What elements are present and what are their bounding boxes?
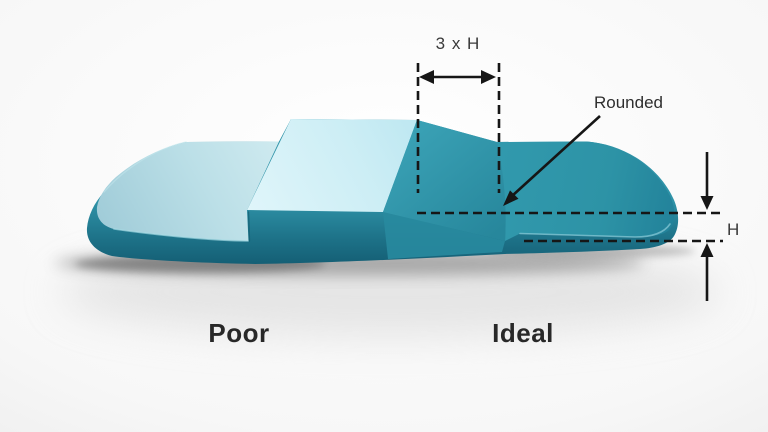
height-dimension-label: H <box>727 220 740 239</box>
left-top-surface <box>96 141 279 241</box>
poor-caption: Poor <box>208 318 270 348</box>
rounded-arrow-head <box>503 190 519 206</box>
ramp-front-face <box>383 212 505 259</box>
ramp-surface <box>383 120 506 241</box>
rounded-arrow-shaft <box>511 115 601 197</box>
arrow-shafts <box>433 75 709 301</box>
plateau-top-surface <box>247 119 417 212</box>
edge-highlights <box>103 141 671 242</box>
h-down-arrow-head <box>700 196 714 210</box>
rounded-callout-label: Rounded <box>594 93 664 112</box>
width-arrow-right-head <box>481 70 496 84</box>
width-arrow-left-head <box>419 70 434 84</box>
dimension-3xh-label: 3 x H <box>435 34 481 53</box>
h-up-arrow-head <box>700 243 714 257</box>
arrow-heads <box>419 70 714 257</box>
right-top-surface <box>497 141 675 241</box>
dimension-dashed-lines <box>416 63 723 243</box>
ideal-caption: Ideal <box>492 318 554 348</box>
plate-model <box>86 119 679 264</box>
